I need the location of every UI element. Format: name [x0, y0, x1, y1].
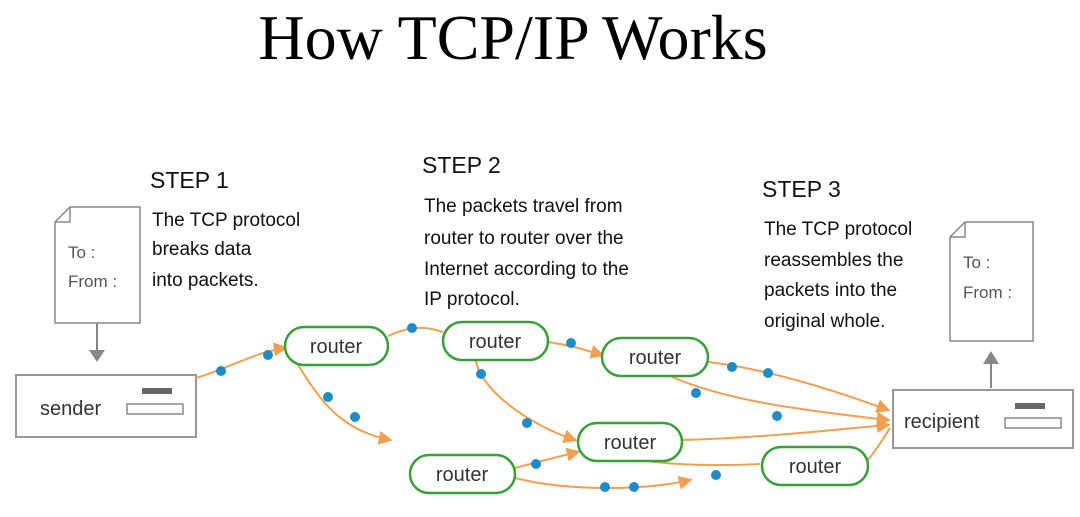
sender-doc-from: From :: [68, 272, 117, 291]
packets: [216, 323, 782, 492]
step-2-line-1: The packets travel from: [424, 196, 623, 217]
step-2-line-4: IP protocol.: [424, 289, 520, 310]
step-2-line-2: router to router over the: [424, 228, 624, 249]
sender-down-arrow-icon: [89, 323, 105, 362]
packet-dot: [323, 392, 333, 402]
sender-host: sender: [15, 374, 197, 438]
recipient-host: recipient: [892, 389, 1074, 449]
recipient-label: recipient: [904, 411, 980, 433]
packet-dot: [350, 412, 360, 422]
step-2-heading: STEP 2: [422, 152, 501, 178]
step-1: STEP 1 The TCP protocol breaks data into…: [150, 167, 300, 291]
step-1-line-1: The TCP protocol: [152, 210, 300, 231]
sender-label: sender: [40, 398, 101, 420]
sender-doc-to: To :: [68, 243, 95, 262]
router-1: router: [283, 325, 390, 367]
router-3: router: [600, 336, 710, 378]
packet-dot: [263, 350, 273, 360]
packet-dot: [531, 459, 541, 469]
router-5: router: [408, 453, 517, 495]
step-2: STEP 2 The packets travel from router to…: [422, 152, 629, 310]
recipient-up-arrow-icon: [983, 351, 999, 388]
step-3-line-4: original whole.: [764, 311, 885, 332]
path-r1-to-r5: [297, 364, 393, 445]
page-title: How TCP/IP Works: [258, 2, 768, 73]
step-3-heading: STEP 3: [762, 176, 841, 202]
router-4-label: router: [604, 432, 657, 454]
router-2-label: router: [469, 331, 522, 353]
recipient-doc-to: To :: [963, 253, 990, 272]
packet-dot: [711, 470, 721, 480]
packet-dot: [566, 338, 576, 348]
packet-dot: [763, 368, 773, 378]
step-3-line-2: reassembles the: [764, 250, 903, 271]
packet-dot: [216, 366, 226, 376]
step-1-line-2: breaks data: [152, 239, 252, 260]
router-2: router: [441, 320, 550, 362]
path-r2-to-r4: [474, 355, 578, 444]
recipient-document-icon: To : From :: [949, 221, 1034, 342]
packet-dot: [600, 482, 610, 492]
step-1-line-3: into packets.: [152, 270, 259, 291]
packet-dot: [727, 362, 737, 372]
path-r3-to-recipient-b: [665, 373, 891, 426]
step-2-line-3: Internet according to the: [424, 259, 629, 280]
path-sender-to-r1: [195, 342, 288, 379]
path-r6-to-recipient: [867, 427, 891, 461]
sender-document-icon: To : From :: [54, 206, 141, 324]
packet-dot: [522, 418, 532, 428]
router-6-label: router: [789, 456, 842, 478]
step-3-line-3: packets into the: [764, 280, 897, 301]
step-3: STEP 3 The TCP protocol reassembles the …: [762, 176, 912, 332]
packet-dot: [407, 323, 417, 333]
packet-dot: [476, 369, 486, 379]
packet-dot: [629, 482, 639, 492]
packet-dot: [772, 411, 782, 421]
packet-dot: [691, 388, 701, 398]
step-1-heading: STEP 1: [150, 167, 229, 193]
router-1-label: router: [310, 336, 363, 358]
router-5-label: router: [436, 464, 489, 486]
path-r2-to-r3: [547, 341, 605, 359]
router-4: router: [576, 421, 684, 463]
recipient-doc-from: From :: [963, 283, 1012, 302]
step-3-line-1: The TCP protocol: [764, 219, 912, 240]
path-r5-to-r4: [514, 447, 581, 469]
path-r4-to-recipient: [681, 418, 891, 441]
path-r3-to-recipient-a: [707, 361, 891, 413]
router-6: router: [760, 445, 870, 487]
router-3-label: router: [629, 347, 682, 369]
